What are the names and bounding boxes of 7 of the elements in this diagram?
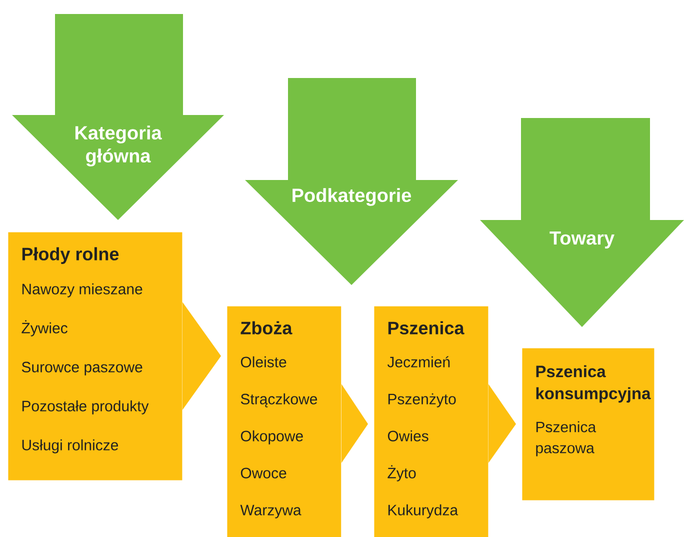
category-box: Pszenica konsumpcyjna Pszenica paszowa: [522, 348, 654, 500]
chevron-arrow: [182, 302, 221, 410]
arrow-label: Towary: [480, 118, 684, 327]
chevron-arrow: [488, 384, 516, 463]
arrow-label: Kategoria główna: [12, 14, 224, 220]
arrow-label: Podkategorie: [245, 78, 458, 285]
chevron-arrow: [341, 384, 368, 463]
